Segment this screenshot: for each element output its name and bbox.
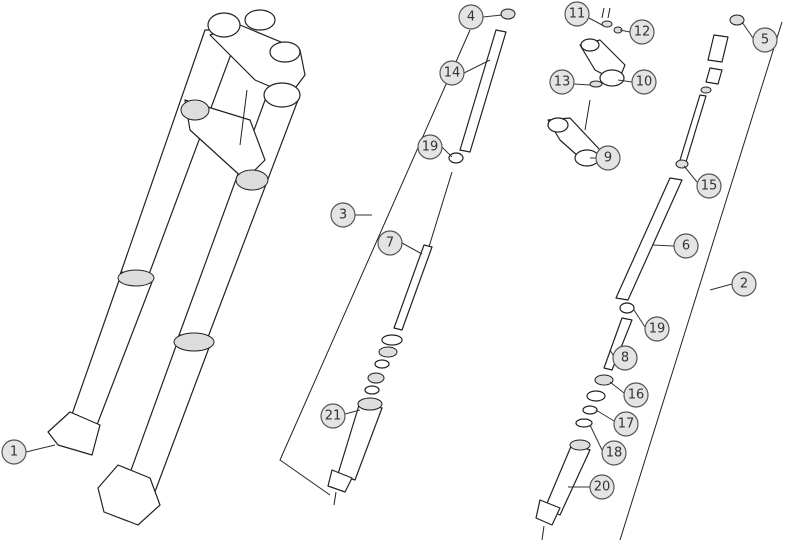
left-leg-parts bbox=[279, 8, 516, 506]
callout-4: 4 bbox=[458, 4, 484, 30]
callout-21: 21 bbox=[320, 403, 346, 429]
callout-3: 3 bbox=[330, 202, 356, 228]
svg-text:11: 11 bbox=[569, 7, 586, 22]
svg-text:20: 20 bbox=[594, 480, 611, 495]
svg-text:19: 19 bbox=[422, 140, 439, 155]
svg-text:7: 7 bbox=[386, 236, 394, 251]
svg-text:21: 21 bbox=[325, 409, 342, 424]
svg-text:4: 4 bbox=[467, 10, 475, 25]
callout-17: 17 bbox=[613, 411, 639, 437]
svg-text:3: 3 bbox=[339, 208, 347, 223]
callout-20: 20 bbox=[589, 474, 615, 500]
callout-5: 5 bbox=[752, 27, 778, 53]
svg-text:18: 18 bbox=[606, 446, 623, 461]
svg-text:1: 1 bbox=[10, 445, 18, 460]
right-leg-parts bbox=[535, 7, 783, 541]
callout-16: 16 bbox=[623, 382, 649, 408]
svg-text:6: 6 bbox=[682, 239, 690, 254]
callout-11: 11 bbox=[564, 1, 590, 27]
svg-text:2: 2 bbox=[740, 277, 748, 292]
callout-19-left: 19 bbox=[417, 134, 443, 160]
callout-13: 13 bbox=[549, 69, 575, 95]
svg-text:14: 14 bbox=[444, 66, 461, 81]
callout-2: 2 bbox=[731, 271, 757, 297]
callout-15: 15 bbox=[696, 173, 722, 199]
callout-18: 18 bbox=[601, 440, 627, 466]
svg-text:15: 15 bbox=[701, 179, 718, 194]
svg-text:10: 10 bbox=[636, 75, 653, 90]
callout-19-right: 19 bbox=[644, 316, 670, 342]
svg-text:17: 17 bbox=[618, 417, 635, 432]
callout-14: 14 bbox=[439, 60, 465, 86]
leader-lines bbox=[25, 14, 754, 488]
svg-text:19: 19 bbox=[649, 322, 666, 337]
callout-10: 10 bbox=[631, 69, 657, 95]
svg-text:8: 8 bbox=[621, 351, 629, 366]
svg-text:13: 13 bbox=[554, 75, 571, 90]
svg-text:16: 16 bbox=[628, 388, 645, 403]
callout-9: 9 bbox=[595, 145, 621, 171]
callout-12: 12 bbox=[629, 19, 655, 45]
callout-8: 8 bbox=[612, 345, 638, 371]
svg-text:12: 12 bbox=[634, 25, 651, 40]
svg-text:9: 9 bbox=[604, 151, 612, 166]
fork-assembly bbox=[47, 9, 306, 526]
callout-6: 6 bbox=[673, 233, 699, 259]
callout-7: 7 bbox=[377, 230, 403, 256]
callout-1: 1 bbox=[1, 439, 27, 465]
svg-text:5: 5 bbox=[761, 33, 769, 48]
